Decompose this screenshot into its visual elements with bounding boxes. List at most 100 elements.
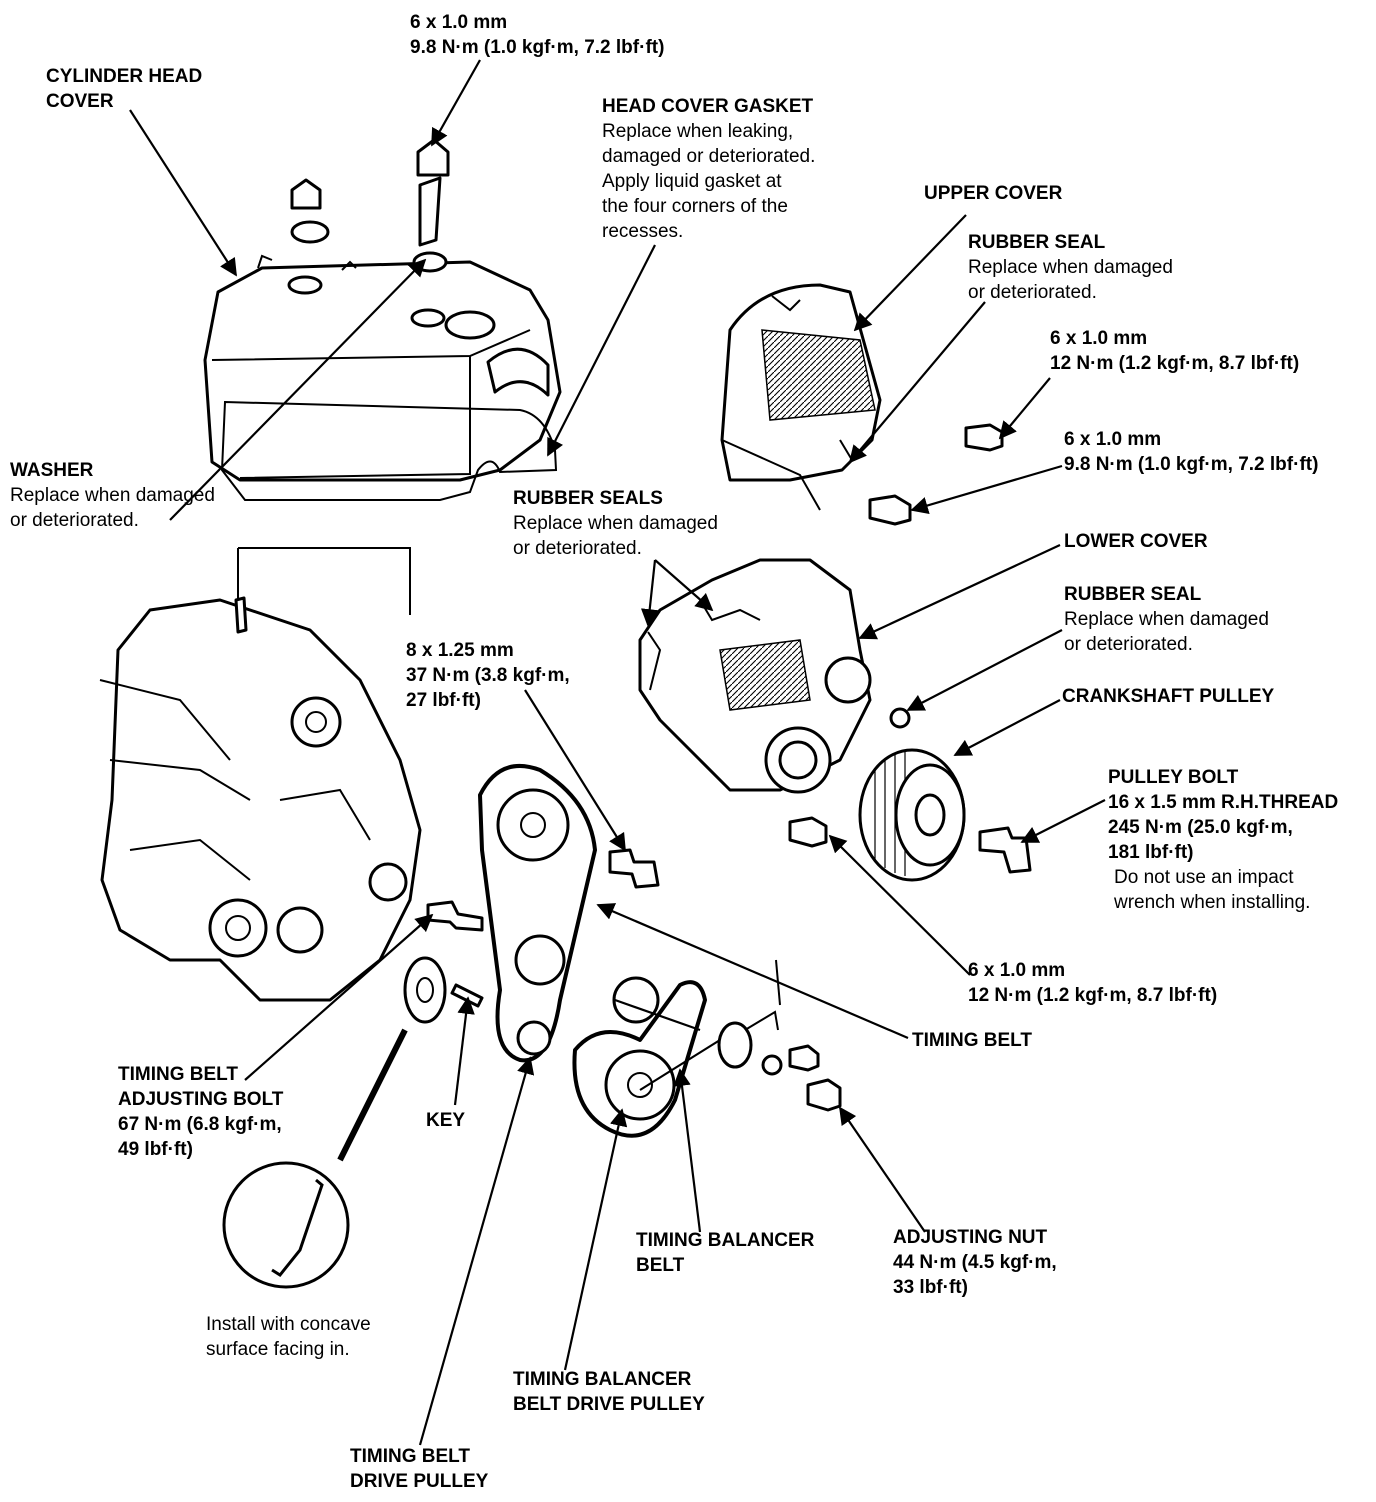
label-balancer-belt: TIMING BALANCER BELT [636, 1228, 814, 1278]
label-line: PULLEY BOLT [1108, 767, 1239, 788]
label-line: or deteriorated. [1064, 634, 1193, 655]
label-line: the four corners of the [602, 196, 788, 217]
label-line: 8 x 1.25 mm [406, 640, 514, 661]
label-rubber-seal-lower: RUBBER SEAL Replace when damaged or dete… [1064, 582, 1269, 657]
label-washer: WASHER Replace when damaged or deteriora… [10, 458, 215, 533]
label-line: Replace when damaged [10, 485, 215, 506]
label-line: DRIVE PULLEY [350, 1471, 489, 1492]
camshaft-bolt-part [608, 848, 660, 889]
label-line: or deteriorated. [10, 510, 139, 531]
label-cam-bolt: 8 x 1.25 mm 37 N·m (3.8 kgf·m, 27 lbf·ft… [406, 638, 570, 713]
cover-nuts-part [290, 138, 450, 273]
label-line: 12 N·m (1.2 kgf·m, 8.7 lbf·ft) [968, 985, 1218, 1006]
engine-block-part [99, 596, 422, 1002]
concave-detail-view [222, 1028, 408, 1289]
label-line: 33 lbf·ft) [893, 1277, 968, 1298]
timing-belt-part [478, 764, 597, 1063]
label-title: RUBBER SEAL [1064, 584, 1202, 605]
label-line: 9.8 N·m (1.0 kgf·m, 7.2 lbf·ft) [410, 37, 665, 58]
leader-lines [129, 59, 1106, 1446]
label-line: Apply liquid gasket at [602, 171, 782, 192]
label-key: KEY [426, 1108, 465, 1133]
upper-cover-part [720, 283, 882, 511]
label-adjusting-bolt: TIMING BELT ADJUSTING BOLT 67 N·m (6.8 k… [118, 1062, 283, 1162]
label-line: or deteriorated. [968, 282, 1097, 303]
adjusting-bolt-part [426, 900, 484, 932]
cylinder-head-cover-part [203, 254, 562, 482]
label-line: BELT [636, 1255, 685, 1276]
label-title: TIMING BELT [912, 1030, 1032, 1051]
label-upper-bolt-a: 6 x 1.0 mm 12 N·m (1.2 kgf·m, 8.7 lbf·ft… [1050, 326, 1299, 376]
label-top-bolt: 6 x 1.0 mm 9.8 N·m (1.0 kgf·m, 7.2 lbf·f… [410, 10, 664, 60]
head-cover-gasket-part [220, 400, 558, 501]
label-line: surface facing in. [206, 1339, 350, 1360]
label-lower-bolt: 6 x 1.0 mm 12 N·m (1.2 kgf·m, 8.7 lbf·ft… [968, 958, 1217, 1008]
label-line: 44 N·m (4.5 kgf·m, [893, 1252, 1057, 1273]
label-cylinder-head-cover: CYLINDER HEAD COVER [46, 64, 202, 114]
label-crankshaft-pulley: CRANKSHAFT PULLEY [1062, 684, 1274, 709]
label-upper-bolt-b: 6 x 1.0 mm 9.8 N·m (1.0 kgf·m, 7.2 lbf·f… [1064, 427, 1318, 477]
label-line: Do not use an impact [1114, 867, 1294, 888]
label-pulley-bolt: PULLEY BOLT 16 x 1.5 mm R.H.THREAD 245 N… [1108, 765, 1338, 915]
label-line: Replace when leaking, [602, 121, 794, 142]
label-line: 181 lbf·ft) [1108, 842, 1194, 863]
label-line: TIMING BELT [350, 1446, 470, 1467]
label-line: 37 N·m (3.8 kgf·m, [406, 665, 570, 686]
label-balancer-drive-pulley: TIMING BALANCER BELT DRIVE PULLEY [513, 1367, 705, 1417]
crank-sprocket-part [403, 956, 447, 1024]
label-line: Replace when damaged [968, 257, 1173, 278]
pulley-bolt-part [978, 826, 1032, 874]
label-lower-cover: LOWER COVER [1064, 529, 1208, 554]
upper-cover-bolt-a [964, 423, 1004, 452]
label-title: LOWER COVER [1064, 531, 1208, 552]
label-line: Install with concave [206, 1314, 371, 1335]
label-title: RUBBER SEAL [968, 232, 1106, 253]
label-title: UPPER COVER [924, 183, 1063, 204]
label-line: TIMING BALANCER [636, 1230, 815, 1251]
label-line: 245 N·m (25.0 kgf·m, [1108, 817, 1293, 838]
label-line: 27 lbf·ft) [406, 690, 481, 711]
lower-rubber-seal-part [889, 707, 911, 729]
label-line: recesses. [602, 221, 684, 242]
label-line: or deteriorated. [513, 538, 642, 559]
label-line: Replace when damaged [1064, 609, 1269, 630]
label-title: KEY [426, 1110, 466, 1131]
label-line: ADJUSTING BOLT [118, 1089, 284, 1110]
label-line: ADJUSTING NUT [893, 1227, 1048, 1248]
upper-cover-bolt-b [868, 494, 912, 526]
label-line: 6 x 1.0 mm [968, 960, 1066, 981]
label-line: 6 x 1.0 mm [410, 12, 508, 33]
label-timing-belt: TIMING BELT [912, 1028, 1032, 1053]
label-line: 49 lbf·ft) [118, 1139, 193, 1160]
label-concave-note: Install with concave surface facing in. [206, 1312, 371, 1362]
label-rubber-seal-upper: RUBBER SEAL Replace when damaged or dete… [968, 230, 1173, 305]
label-line: Replace when damaged [513, 513, 718, 534]
tensioner-part [717, 959, 842, 1112]
label-adjusting-nut: ADJUSTING NUT 44 N·m (4.5 kgf·m, 33 lbf·… [893, 1225, 1057, 1300]
label-line: BELT DRIVE PULLEY [513, 1394, 705, 1415]
label-upper-cover: UPPER COVER [924, 181, 1062, 206]
label-line: 9.8 N·m (1.0 kgf·m, 7.2 lbf·ft) [1064, 454, 1319, 475]
label-line: TIMING BALANCER [513, 1369, 692, 1390]
label-rubber-seals: RUBBER SEALS Replace when damaged or det… [513, 486, 718, 561]
label-line: 16 x 1.5 mm R.H.THREAD [1108, 792, 1339, 813]
lower-cover-part [638, 558, 872, 794]
label-title: CRANKSHAFT PULLEY [1062, 686, 1275, 707]
crankshaft-pulley-part [858, 748, 966, 882]
label-line: 6 x 1.0 mm [1064, 429, 1162, 450]
label-title: WASHER [10, 460, 94, 481]
label-drive-pulley: TIMING BELT DRIVE PULLEY [350, 1444, 488, 1494]
label-title: HEAD COVER GASKET [602, 96, 814, 117]
label-line: 12 N·m (1.2 kgf·m, 8.7 lbf·ft) [1050, 353, 1300, 374]
label-line: wrench when installing. [1114, 892, 1311, 913]
lower-cover-bolt [788, 816, 828, 848]
label-line: CYLINDER HEAD [46, 66, 203, 87]
label-line: TIMING BELT [118, 1064, 238, 1085]
label-line: COVER [46, 91, 114, 112]
label-line: damaged or deteriorated. [602, 146, 816, 167]
label-line: 6 x 1.0 mm [1050, 328, 1148, 349]
label-head-cover-gasket: HEAD COVER GASKET Replace when leaking, … [602, 94, 815, 244]
label-line: 67 N·m (6.8 kgf·m, [118, 1114, 282, 1135]
label-title: RUBBER SEALS [513, 488, 663, 509]
